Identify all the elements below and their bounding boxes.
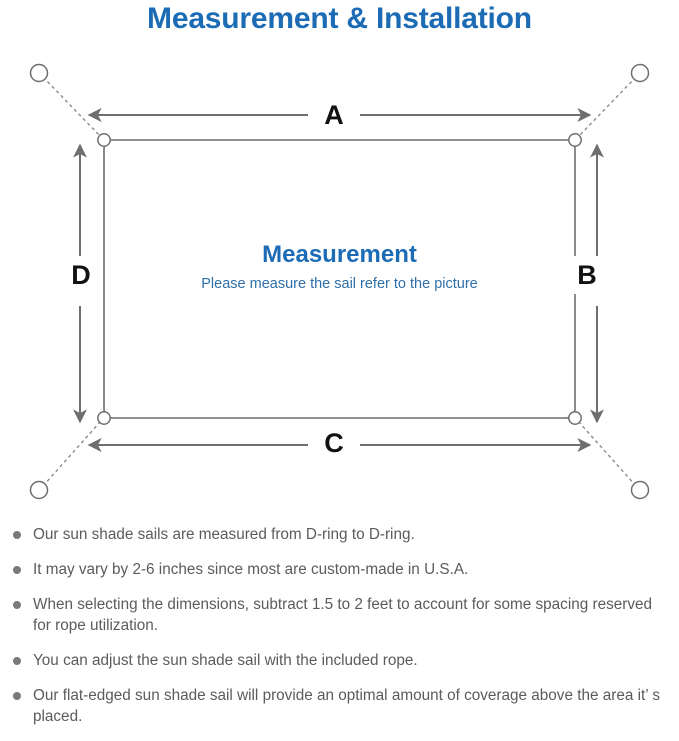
note-text: It may vary by 2-6 inches since most are… [33,561,469,578]
rope-line-bottom-right [577,420,637,487]
note-text: When selecting the dimensions, subtract … [33,596,653,634]
rope-line-bottom-left [42,420,102,487]
d-ring-bottom-left-icon [97,411,111,425]
bullet-icon [13,692,21,700]
anchor-top-left-icon [29,63,49,83]
dimension-label-d: D [60,256,102,294]
bullet-icon [13,657,21,665]
note-text: You can adjust the sun shade sail with t… [33,652,418,669]
sail-diagram-svg [29,63,650,500]
sail-body [103,139,576,419]
page-title: Measurement & Installation [147,2,532,35]
d-ring-top-left-icon [97,133,111,147]
notes-list: Our sun shade sails are measured from D-… [0,524,679,741]
anchor-bottom-left-icon [29,480,49,500]
list-item: Our flat-edged sun shade sail will provi… [0,685,679,727]
note-text: Our flat-edged sun shade sail will provi… [33,687,660,725]
d-ring-top-right-icon [568,133,582,147]
dimension-label-b: B [566,256,608,294]
dimension-label-a: A [309,100,359,130]
anchor-bottom-right-icon [630,480,650,500]
note-text: Our sun shade sails are measured from D-… [33,526,415,543]
anchor-points [29,63,650,500]
rope-line-top-left [42,76,102,138]
measurement-diagram: Measurement Please measure the sail refe… [0,48,679,518]
rope-line-top-right [577,76,637,138]
anchor-top-right-icon [630,63,650,83]
rope-lines [42,76,637,487]
bullet-icon [13,531,21,539]
d-rings [97,133,582,425]
bullet-icon [13,601,21,609]
d-ring-bottom-right-icon [568,411,582,425]
list-item: It may vary by 2-6 inches since most are… [0,559,679,580]
list-item: When selecting the dimensions, subtract … [0,594,679,636]
dimension-label-c: C [309,428,359,458]
bullet-icon [13,566,21,574]
list-item: Our sun shade sails are measured from D-… [0,524,679,545]
list-item: You can adjust the sun shade sail with t… [0,650,679,671]
